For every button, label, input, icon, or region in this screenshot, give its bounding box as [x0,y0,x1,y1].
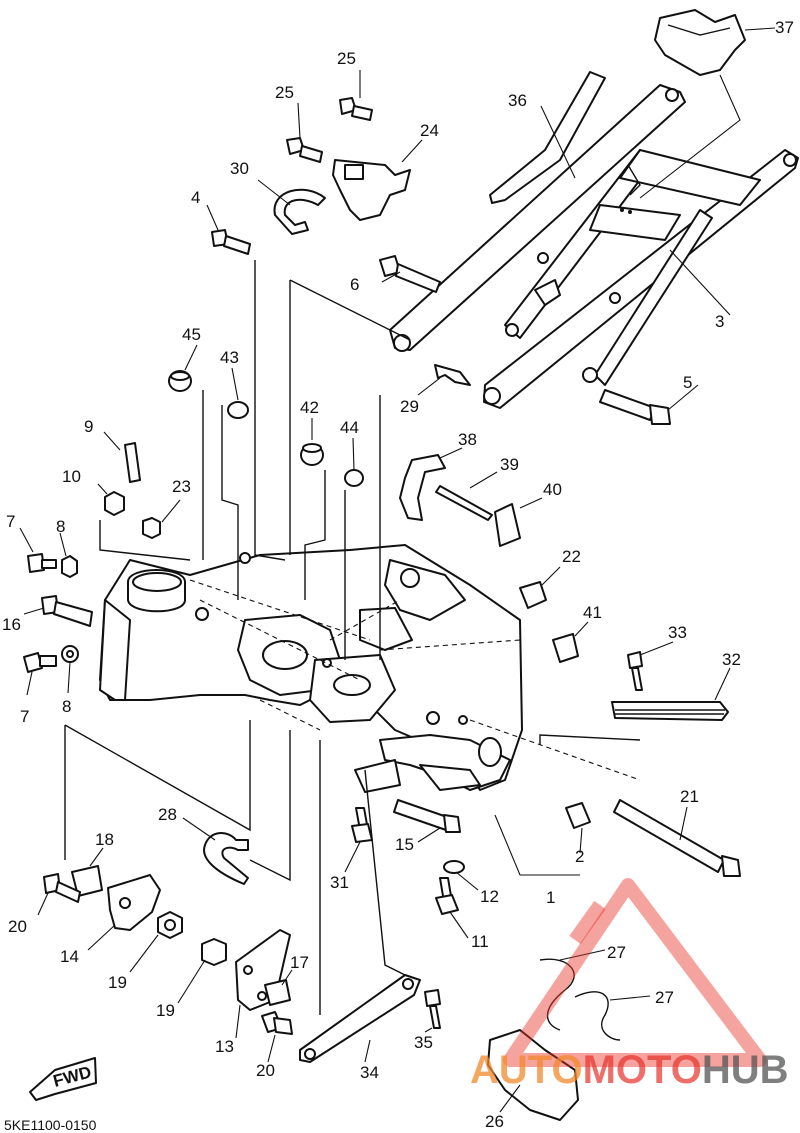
callout-39: 39 [500,455,519,474]
callout-7a: 7 [6,512,15,531]
diagram-code: 5KE1100-0150 [4,1117,97,1133]
seat-bracket-part [654,9,746,76]
clamp-part [273,188,326,235]
callout-19a: 19 [108,973,127,992]
callout-23: 23 [172,477,191,496]
callout-42: 42 [300,398,319,417]
cap-part [552,633,579,663]
callout-7b: 7 [20,707,29,726]
callout-31: 31 [330,873,349,892]
callout-labels: 1 2 3 4 5 6 7 7 8 8 9 10 11 12 13 14 15 … [2,18,794,1131]
collar-part [565,802,591,829]
callout-8b: 8 [62,697,71,716]
collar-part [264,979,291,1006]
watermark-hub: HUB [702,1048,789,1092]
callout-18: 18 [95,830,114,849]
main-frame [99,544,523,793]
alignment-lines [64,260,641,1015]
rear-subframe [389,84,799,409]
watermark-moto: MOTO [583,1048,702,1092]
callout-12: 12 [480,887,499,906]
wire-harness-part [539,958,575,1031]
bolt-part [393,799,451,831]
forward-arrow-icon: FWD [29,1057,97,1101]
callout-1: 1 [546,888,555,907]
callout-15: 15 [395,835,414,854]
strap-part [489,71,606,204]
callout-17: 17 [290,953,309,972]
callout-20b: 20 [256,1061,275,1080]
callout-16: 16 [2,615,21,634]
cover-part [487,1029,579,1121]
callout-27a: 27 [607,943,626,962]
callout-33: 33 [668,623,687,642]
cap-part [344,469,364,487]
bracket-part [107,874,161,931]
callout-36: 36 [508,91,527,110]
callout-35: 35 [414,1033,433,1052]
nut-part [61,555,78,578]
callout-20a: 20 [8,917,27,936]
callout-25b: 25 [275,83,294,102]
callout-27b: 27 [655,988,674,1007]
callout-4: 4 [191,188,200,207]
watermark-logo: AUTOMOTOHUB [470,878,789,1092]
callout-14: 14 [60,947,79,966]
callout-11: 11 [471,932,489,951]
bolt-part [23,652,43,673]
callout-13: 13 [215,1037,234,1056]
callout-5: 5 [683,373,692,392]
callout-32: 32 [722,650,741,669]
bracket-part [332,159,411,221]
nut-part [104,491,125,516]
callout-6: 6 [350,275,359,294]
callout-26: 26 [485,1112,504,1131]
callout-28: 28 [158,805,177,824]
bolt-part [286,97,373,163]
callout-37: 37 [775,18,794,37]
plate-part [611,701,729,721]
block-part [494,503,521,547]
callout-44: 44 [340,418,359,437]
watermark-auto: AUTO [470,1048,583,1092]
bolt-part [599,389,656,421]
bolt-part [627,651,643,669]
bolt-part [424,989,441,1007]
callout-30: 30 [230,159,249,178]
callout-9: 9 [84,417,93,436]
collar-part [71,865,103,897]
callout-45: 45 [182,325,201,344]
callout-25a: 25 [337,49,356,68]
callout-34: 34 [360,1063,379,1082]
rod-part [299,974,421,1063]
bolt-part [124,442,141,483]
callout-22: 22 [562,547,581,566]
callout-24: 24 [420,121,439,140]
leader-lines [19,27,776,1113]
callout-29: 29 [400,397,419,416]
clip-part [434,364,471,386]
callout-40: 40 [543,480,562,499]
clamp-part [203,832,249,885]
callout-10: 10 [62,467,81,486]
bolt-part [27,553,45,573]
callout-8a: 8 [56,517,65,536]
callout-21: 21 [680,787,699,806]
bolt-part [613,799,725,873]
collar-part [519,581,547,609]
callout-19b: 19 [156,1001,175,1020]
callout-41: 41 [583,603,602,622]
bolt-part [435,485,493,521]
washer-part [443,860,465,874]
callout-3: 3 [715,312,724,331]
bracket-part [399,454,446,521]
svg-text:AUTOMOTOHUB: AUTOMOTOHUB [470,1048,789,1092]
callout-43: 43 [220,348,239,367]
callout-38: 38 [458,430,477,449]
collar-part [142,517,161,539]
callout-2: 2 [575,847,584,866]
nut-part [201,938,227,966]
cap-part [227,401,249,419]
